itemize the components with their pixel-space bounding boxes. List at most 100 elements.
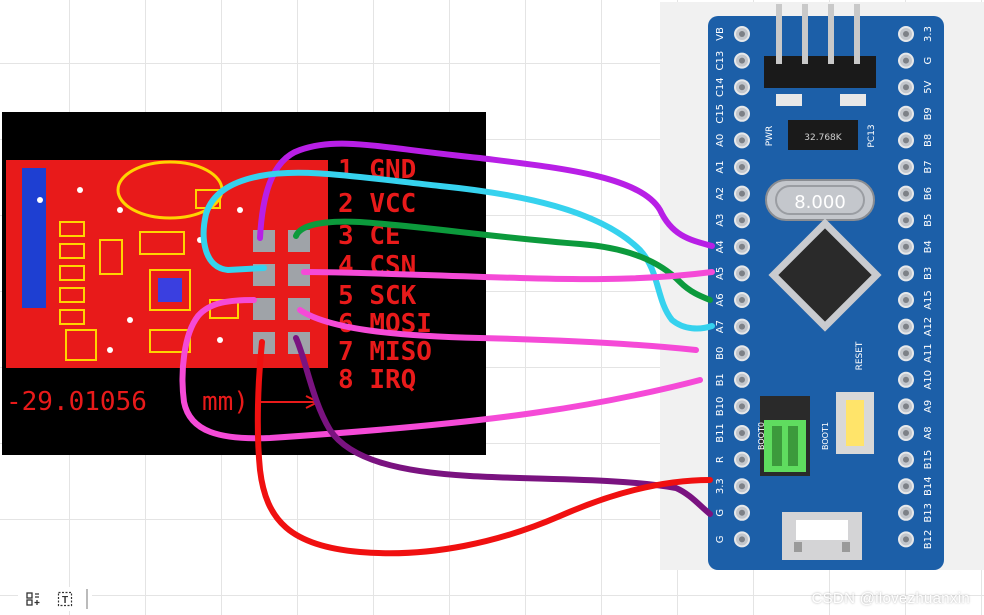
reset-label: RESET (855, 341, 865, 370)
pin-7-name: MISO (369, 337, 432, 367)
right-pin-label: B6 (923, 187, 934, 200)
pin-5-name: SCK (369, 281, 416, 311)
pwr-label: PWR (765, 126, 775, 147)
wire-csn-to-a5 (301, 269, 715, 283)
pin-7-number: 7 (338, 337, 354, 367)
left-pin-hole-center (739, 217, 745, 224)
wire-irq-to-3v3 (254, 339, 713, 557)
pin-2-number: 2 (338, 189, 354, 219)
dimension-unit: mm) (202, 387, 249, 417)
stm32-blue-pill-board: 32.768K PWR PC13 8.000 RESET BOOT0 BOOT1 (660, 2, 984, 570)
layout-tool-button[interactable] (22, 588, 44, 610)
left-pin-hole-center (739, 84, 745, 91)
right-pin-label: B15 (923, 450, 934, 470)
right-pin-label: B5 (923, 214, 934, 227)
left-pin-hole-center (739, 536, 745, 543)
right-pin-hole-center (903, 509, 909, 516)
left-pin-label: A6 (715, 293, 726, 306)
left-pin-label: A3 (715, 214, 726, 227)
left-pin-hole-center (739, 243, 745, 250)
pc13-label: PC13 (867, 124, 877, 147)
left-pin-hole-center (739, 350, 745, 357)
svg-text:5 SCK: 5 SCK (338, 281, 417, 311)
right-pin-hole-center (903, 403, 909, 410)
left-pin-hole-center (739, 430, 745, 436)
left-pin-label: A2 (715, 187, 726, 200)
right-pin-hole-center (903, 430, 909, 436)
boot-jumpers (760, 396, 810, 476)
left-pin-label: B10 (715, 397, 726, 417)
boot0-label: BOOT0 (757, 422, 766, 450)
left-pin-label: A0 (715, 134, 726, 147)
text-tool-glyph: T (62, 595, 68, 606)
pin-5-number: 5 (338, 281, 354, 311)
pin-8-number: 8 (338, 365, 354, 395)
layout-icon (26, 592, 40, 606)
right-pin-hole-center (903, 57, 909, 64)
right-pin-hole-center (903, 323, 909, 330)
right-pin-label: A8 (923, 426, 934, 439)
left-pin-label: R (715, 456, 726, 463)
left-pin-label: A7 (715, 320, 726, 333)
left-pin-hole-center (739, 190, 745, 197)
toolbar-divider (86, 589, 88, 609)
right-pin-label: 5V (923, 80, 934, 93)
right-pin-hole-center (903, 190, 909, 197)
right-pin-label: A11 (923, 343, 934, 363)
right-pin-hole-center (903, 84, 909, 91)
left-pin-label: 3.3 (715, 478, 726, 494)
right-pin-hole-center (903, 456, 909, 463)
pin-4-number: 4 (338, 251, 354, 281)
left-pin-hole-center (739, 297, 745, 303)
wire-gnd-to-a4 (257, 140, 715, 249)
text-tool-icon: T (57, 591, 73, 607)
left-pin-hole-center (739, 31, 745, 37)
pin-1-number: 1 (338, 155, 354, 185)
right-pin-hole-center (903, 270, 909, 277)
right-pin-hole-center (903, 31, 909, 37)
svg-text:7 MISO: 7 MISO (338, 337, 432, 367)
right-pin-label: B14 (923, 476, 934, 496)
left-pin-label: A4 (715, 240, 726, 253)
connection-wires (179, 140, 715, 557)
left-pin-hole-center (739, 137, 745, 144)
left-pin-label: VB (715, 27, 726, 41)
left-pin-label: C14 (715, 77, 726, 97)
watermark: CSDN @ilovezhuanxin (811, 590, 970, 607)
right-pin-hole-center (903, 110, 909, 117)
micro-usb-port (782, 512, 862, 560)
right-pin-label: B13 (923, 503, 934, 523)
right-pin-label: A10 (923, 370, 934, 390)
wire-mosi-to-b0 (297, 307, 699, 353)
left-pin-hole-center (739, 376, 745, 383)
left-pin-hole-center (739, 270, 745, 277)
right-pin-label: A9 (923, 400, 934, 413)
right-pin-hole-center (903, 297, 909, 303)
wire-ce-to-a6 (293, 218, 713, 303)
right-pin-hole-center (903, 243, 909, 250)
right-pin-label: B12 (923, 530, 934, 550)
right-pin-label: A15 (923, 290, 934, 310)
left-pin-label: A1 (715, 160, 726, 173)
right-pin-label: A12 (923, 317, 934, 337)
right-pin-hole-center (903, 376, 909, 383)
pin-2-name: VCC (369, 189, 416, 219)
small-crystal-label: 32.768K (804, 133, 842, 143)
right-pin-hole-center (903, 483, 909, 490)
right-pin-label: B7 (923, 160, 934, 173)
left-pin-hole-center (739, 110, 745, 117)
left-pin-label: B1 (715, 373, 726, 386)
left-pin-hole-center (739, 403, 745, 410)
left-pin-hole-center (739, 323, 745, 330)
right-pin-hole-center (903, 350, 909, 357)
canvas-toolbar: T (18, 587, 92, 611)
nrf24-module-pcb: 1 GND 2 VCC 3 CE 4 CSN 5 SCK 6 MOSI 7 MI… (2, 112, 486, 455)
left-pin-label: C15 (715, 104, 726, 124)
svg-text:8 IRQ: 8 IRQ (338, 365, 416, 395)
board-pin-headers: VBC13C14C15A0A1A2A3A4A5A6A7B0B1B10B11R3.… (715, 26, 934, 549)
left-pin-label: B11 (715, 423, 726, 443)
text-tool-button[interactable]: T (54, 588, 76, 610)
left-pin-label: C13 (715, 51, 726, 71)
reset-button (836, 392, 874, 454)
right-pin-hole-center (903, 137, 909, 144)
